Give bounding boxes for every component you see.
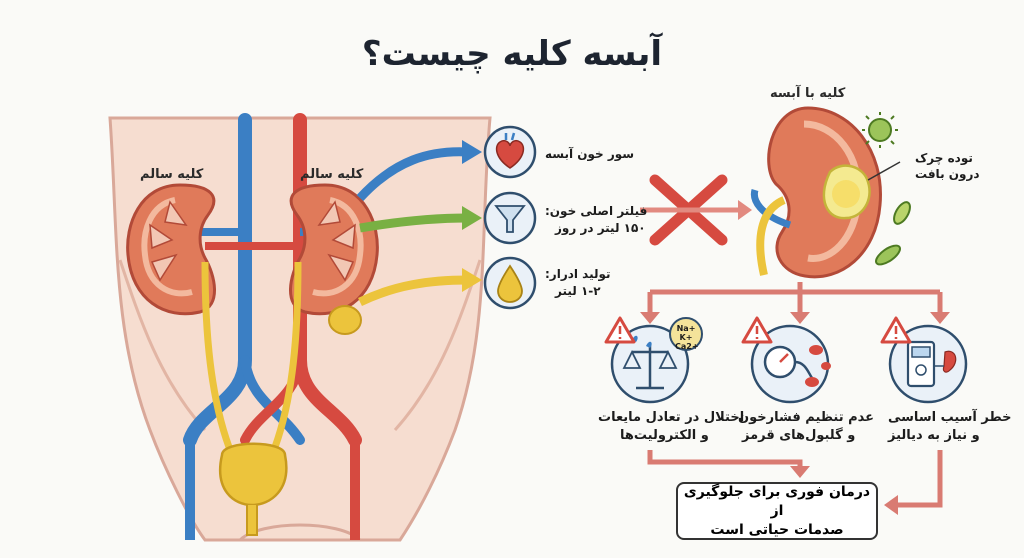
- electrolyte-text: Na+ K+ Ca2+: [675, 324, 699, 351]
- consequence-fluid-2: و الکترولیت‌ها: [620, 428, 709, 443]
- outcome-text: درمان فوری برای جلوگیری از صدمات حیاتی ا…: [678, 483, 876, 540]
- scale-icon: [610, 324, 690, 404]
- dialysis-icon: [888, 324, 968, 404]
- consequence-bp-1: عدم تنظیم فشارخون: [738, 410, 875, 425]
- function-label-filter-2: ۱۵۰ لیتر در روز: [555, 221, 646, 235]
- function-label-urine-1: تولید ادرار:: [545, 267, 611, 281]
- urinary-tract: [201, 261, 302, 536]
- consequence-bp-2: و گلبول‌های قرمز: [742, 428, 856, 443]
- warning-icon: [880, 316, 912, 344]
- consequence-fluid-1: اختلال در تعادل مایعات: [598, 410, 745, 425]
- outcome-box: درمان فوری برای جلوگیری از صدمات حیاتی ا…: [676, 482, 878, 540]
- outcome-line2: صدمات حیاتی است: [710, 521, 844, 538]
- page-title: آبسه کلیه چیست؟: [361, 34, 663, 74]
- blood-pressure-icon: [750, 324, 831, 404]
- function-label-filter-1: فیلتر اصلی خون:: [545, 204, 648, 218]
- function-label-urine-2: ۱-۲ لیتر: [555, 284, 601, 298]
- drop-icon: [483, 256, 537, 310]
- warning-icon: [604, 316, 636, 344]
- outcome-line1: درمان فوری برای جلوگیری از: [683, 483, 871, 519]
- abscess-kidney-label: کلیه با آبسه: [770, 86, 846, 101]
- warning-icon: [741, 316, 773, 344]
- consequence-dialysis-1: خطر آسیب اساسی: [888, 410, 1012, 425]
- no-function-cross: [640, 174, 752, 246]
- heart-icon: [483, 125, 537, 179]
- funnel-icon: [483, 191, 537, 245]
- kidney-label-right: کلیه سالم: [300, 167, 364, 182]
- abscess-kidney-illustration: [750, 106, 901, 279]
- bacteria-icon: [862, 112, 911, 266]
- electrolyte-badge: [669, 317, 703, 351]
- pus-label-line1: توده چرک: [915, 151, 973, 165]
- healthy-kidney-left: [126, 183, 216, 316]
- function-arrows: [356, 140, 482, 307]
- pus-label-line2: درون بافت: [915, 167, 980, 181]
- consequence-arrows: [640, 282, 950, 515]
- consequence-dialysis-2: و نیاز به دیالیز: [888, 428, 980, 443]
- function-label-blood: سور خون آبسه: [545, 147, 635, 161]
- healthy-kidney-right: [289, 183, 379, 335]
- kidney-label-left: کلیه سالم: [140, 167, 204, 182]
